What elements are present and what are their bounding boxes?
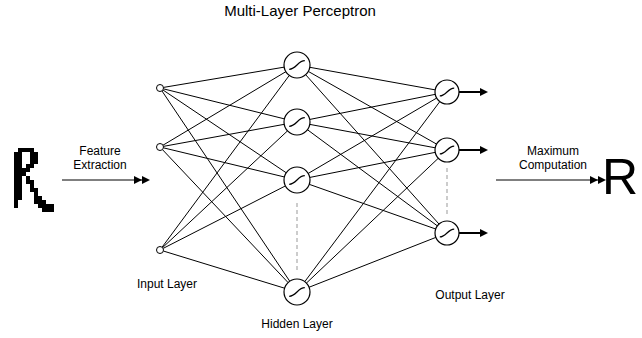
arrow-head [480,146,488,154]
weight-line [162,75,289,247]
weight-line [163,124,284,146]
arrow-head [134,176,142,184]
sigmoid-neuron [435,138,459,162]
weight-line [306,75,439,224]
layer-label: Hidden Layer [242,318,352,332]
arrow-head [142,176,150,184]
weight-line [163,67,284,87]
max-arrow [496,176,606,184]
input-node [157,85,164,92]
output-arrow [459,88,488,96]
weight-line [163,89,284,119]
sigmoid-neuron [435,221,459,245]
weight-line [309,237,436,287]
input-node [157,247,164,254]
weight-line [308,98,436,173]
weight-line [163,72,286,146]
arrow-head [590,176,598,184]
layer-label: Input Layer [117,278,217,292]
process-label: Maximum Computation [508,145,598,173]
weight-line [163,186,285,248]
weight-line [163,90,286,173]
output-character: R [600,152,640,202]
process-label: Feature Extraction [60,145,140,173]
sigmoid-neuron [284,52,310,78]
pixel-character-image [14,148,54,212]
weight-line [163,131,288,248]
sigmoid-neuron [284,167,310,193]
ellipsis-line [297,203,298,270]
weight-line [308,71,436,144]
layer-label: Output Layer [415,289,525,303]
feature-arrow [62,176,150,184]
output-arrow [459,146,488,154]
sigmoid-neuron [435,80,459,104]
arrow-head [480,88,488,96]
weight-line [162,91,290,281]
weight-line [306,158,438,283]
sigmoid-neuron [284,279,310,305]
weight-line [163,148,284,177]
arrow-head [480,229,488,237]
weight-lines [162,67,440,288]
input-node [157,144,164,151]
weight-line [310,67,435,90]
weight-line [162,150,288,283]
weight-line [310,152,435,177]
output-arrow [459,229,488,237]
weight-line [305,102,440,282]
sigmoid-neuron [284,109,310,135]
ellipsis-line [447,168,448,214]
weight-line [310,94,435,119]
title: Multi-Layer Perceptron [224,2,376,19]
